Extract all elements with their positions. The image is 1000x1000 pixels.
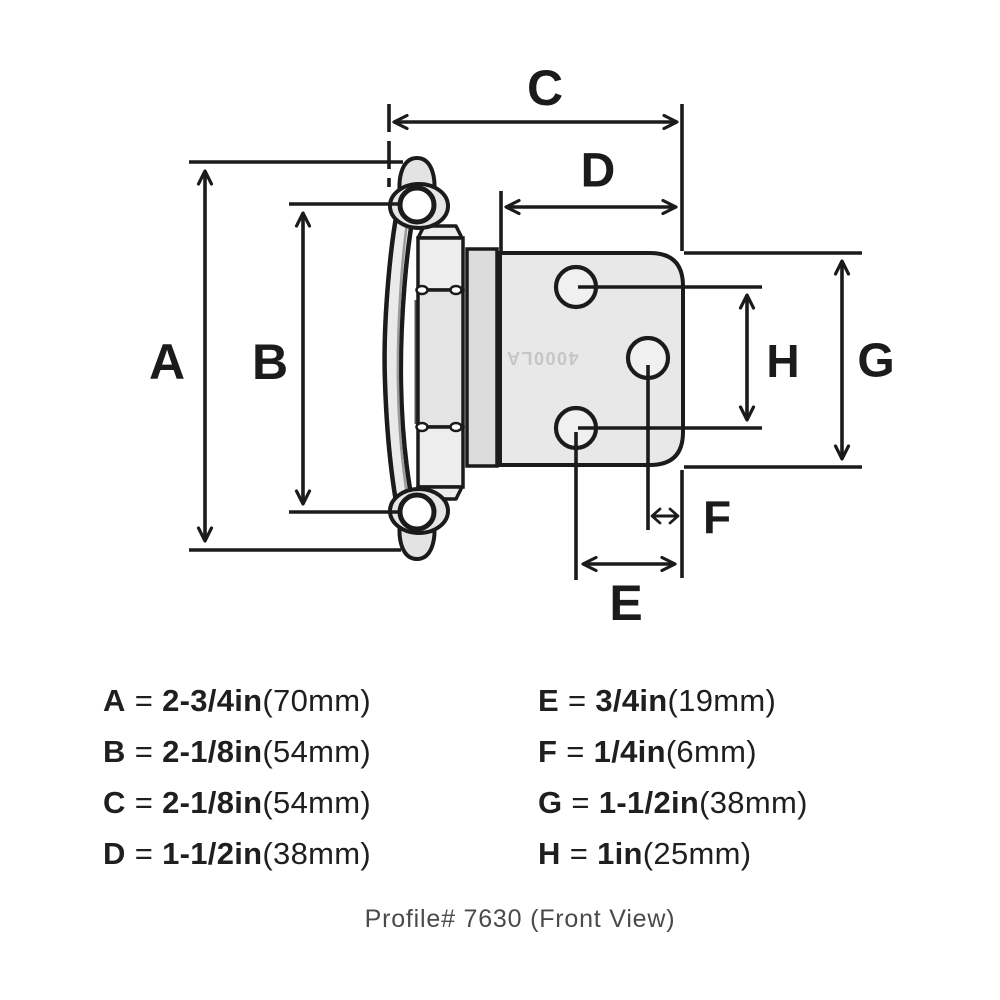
- legend-letter: G: [538, 785, 563, 820]
- legend-letter: C: [103, 785, 126, 820]
- bracket-bottom-block: [416, 425, 465, 489]
- dim-f-arrowhead-right: [668, 507, 680, 525]
- legend-value: 1in: [597, 836, 643, 871]
- legend-metric: (54mm): [262, 785, 371, 820]
- dim-label-h: H: [766, 335, 799, 387]
- bracket-rivet: [449, 284, 463, 296]
- legend-value: 2-1/8in: [162, 785, 263, 820]
- legend-row-a: A=2-3/4in(70mm): [103, 685, 371, 716]
- dim-label-b: B: [252, 334, 288, 390]
- dimension-lines: [189, 104, 862, 580]
- legend-equals: =: [134, 836, 154, 871]
- legend-metric: (70mm): [262, 683, 371, 718]
- legend-letter: F: [538, 734, 558, 769]
- legend-value: 2-1/8in: [162, 734, 263, 769]
- legend-equals: =: [566, 734, 585, 769]
- legend-metric: (19mm): [667, 683, 777, 718]
- legend-letter: H: [538, 836, 561, 871]
- legend-equals: =: [134, 734, 154, 769]
- hinge-arm: [382, 177, 422, 543]
- legend-letter: D: [103, 836, 126, 871]
- legend-row-h: H=1in(25mm): [538, 838, 751, 869]
- legend-value: 1-1/2in: [598, 785, 700, 820]
- legend-value: 1/4in: [593, 734, 666, 769]
- legend-metric: (38mm): [699, 785, 808, 820]
- bracket-rivet: [449, 421, 463, 433]
- bracket-rivet: [415, 421, 429, 433]
- legend-row-g: G=1-1/2in(38mm): [538, 787, 808, 818]
- dim-label-d: D: [581, 145, 616, 198]
- legend-equals: =: [571, 785, 590, 820]
- legend-letter: E: [538, 683, 559, 718]
- legend-equals: =: [567, 683, 587, 718]
- legend-metric: (6mm): [665, 734, 757, 769]
- legend-letter: A: [103, 683, 126, 718]
- dim-label-a: A: [149, 334, 185, 390]
- legend-row-e: E=3/4in(19mm): [538, 685, 776, 716]
- legend-value: 3/4in: [595, 683, 668, 718]
- legend-metric: (25mm): [642, 836, 752, 871]
- bottom-pivot-pin: [397, 492, 437, 532]
- bracket-middle-block: [416, 288, 465, 429]
- legend-equals: =: [134, 683, 154, 718]
- dim-f-arrowhead-left: [650, 507, 662, 525]
- bracket-top-block: [416, 236, 465, 292]
- legend-metric: (54mm): [262, 734, 371, 769]
- top-pivot-pin: [397, 185, 437, 225]
- dim-label-f: F: [703, 491, 731, 543]
- dim-label-c: C: [527, 60, 563, 116]
- legend-row-f: F=1/4in(6mm): [538, 736, 757, 767]
- dim-label-e: E: [609, 575, 642, 631]
- hinge-drawing: 4000LA: [382, 155, 685, 562]
- legend-value: 2-3/4in: [162, 683, 263, 718]
- legend-row-b: B=2-1/8in(54mm): [103, 736, 371, 767]
- hinge-plate: [498, 251, 685, 467]
- legend-equals: =: [569, 836, 589, 871]
- profile-caption: Profile# 7630 (Front View): [364, 905, 676, 933]
- legend-value: 1-1/2in: [162, 836, 263, 871]
- dim-label-g: G: [857, 335, 894, 388]
- legend-letter: B: [103, 734, 126, 769]
- legend-metric: (38mm): [262, 836, 371, 871]
- legend-row-d: D=1-1/2in(38mm): [103, 838, 371, 869]
- hinge-flange-strip: [465, 247, 499, 468]
- plate-engraving: 4000LA: [505, 348, 578, 368]
- bracket-rivet: [415, 284, 429, 296]
- legend-row-c: C=2-1/8in(54mm): [103, 787, 371, 818]
- legend-equals: =: [134, 785, 154, 820]
